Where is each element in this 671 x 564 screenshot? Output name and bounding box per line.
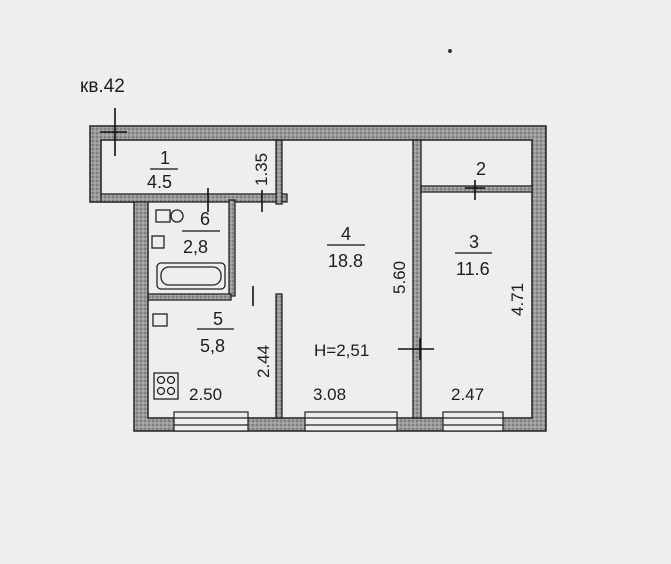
kitchen-sink-icon	[152, 313, 168, 327]
room-4-area: 18.8	[328, 251, 363, 271]
interior-walls	[100, 139, 533, 419]
room-4-number: 4	[341, 224, 351, 244]
room-2-number: 2	[476, 159, 486, 179]
room-1-number: 1	[160, 148, 170, 168]
windows	[173, 411, 504, 432]
sink-icon	[151, 235, 165, 249]
dim-room3-width: 2.47	[451, 385, 484, 404]
room4-left-upper-wall	[275, 139, 283, 205]
window-kitchen	[173, 411, 249, 432]
fixtures	[151, 209, 226, 400]
dim-room4-width: 3.08	[313, 385, 346, 404]
toilet-icon	[155, 209, 171, 223]
room-3-area: 11.6	[456, 259, 490, 279]
dim-room3-depth: 4.71	[508, 283, 527, 316]
dim-room4-depth: 5.60	[390, 261, 409, 294]
stove-icon	[153, 372, 179, 400]
window-room3	[442, 411, 504, 432]
bath-side-wall	[228, 199, 236, 297]
bathtub-icon	[156, 262, 226, 290]
room-5-area: 5,8	[200, 336, 225, 356]
room4-left-lower-wall	[275, 293, 283, 419]
room-6-area: 2,8	[183, 237, 208, 257]
corridor-wall	[100, 193, 288, 203]
apartment-label: кв.42	[80, 76, 125, 97]
ceiling-height-label: H=2,51	[314, 341, 369, 360]
room-5-number: 5	[213, 309, 223, 329]
room-3-number: 3	[469, 232, 479, 252]
dim-kitchen-width: 2.50	[189, 385, 222, 404]
room-6-number: 6	[200, 209, 210, 229]
bath-kitchen-wall	[147, 293, 232, 301]
room-1-area: 4.5	[147, 172, 172, 192]
dim-kitchen-depth: 2.44	[254, 345, 273, 378]
window-room4	[304, 411, 398, 432]
room3-left-wall	[412, 139, 422, 419]
balcony-wall	[420, 185, 533, 193]
paper-dot	[448, 49, 452, 53]
door-marks	[100, 108, 485, 360]
dim-corridor-width: 1.35	[252, 153, 271, 186]
